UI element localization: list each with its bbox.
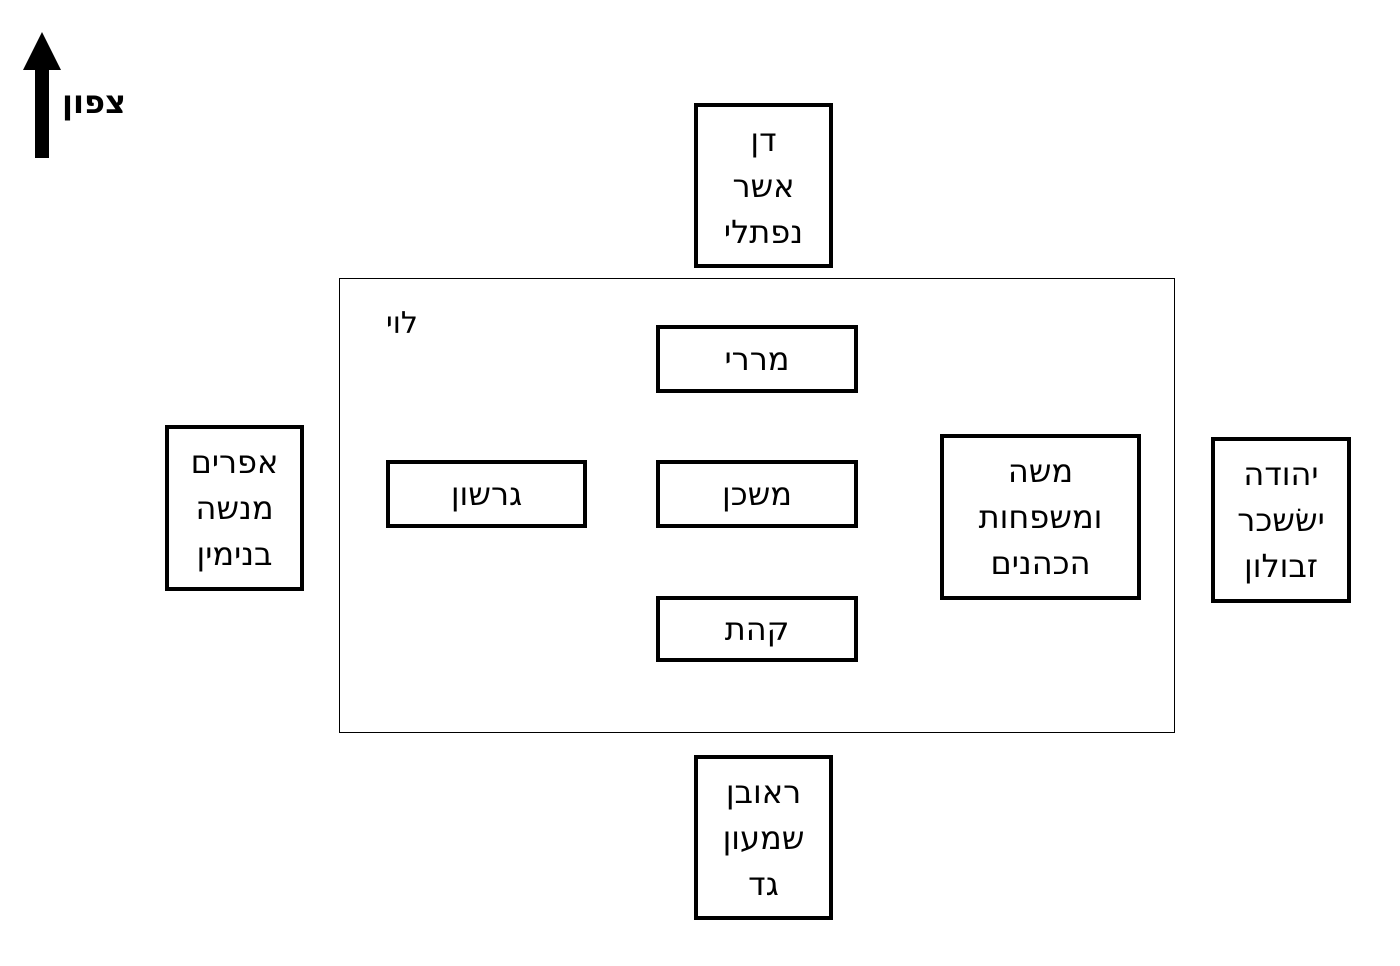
mishkan-box: משכן bbox=[656, 460, 858, 528]
levi-camp-frame bbox=[339, 278, 1175, 733]
moshe-label-line: הכהנים bbox=[990, 544, 1091, 582]
tribe-label: זבולון bbox=[1244, 547, 1318, 585]
kehat-label: קהת bbox=[724, 610, 790, 648]
tribe-label: יהודה bbox=[1243, 455, 1319, 493]
east-camp-box: יהודה ישׂשכר זבולון bbox=[1211, 437, 1351, 603]
tribe-label: דן bbox=[750, 120, 777, 159]
merari-box: מררי bbox=[656, 325, 858, 393]
moshe-priests-box: משה ומשפחות הכהנים bbox=[940, 434, 1141, 600]
tribe-label: מנשה bbox=[195, 489, 274, 527]
tribe-label: בנימין bbox=[196, 535, 273, 573]
gershon-box: גרשון bbox=[386, 460, 587, 528]
north-arrow-icon bbox=[23, 32, 61, 158]
tribe-label: אפרים bbox=[190, 443, 279, 481]
moshe-label-line: ומשפחות bbox=[978, 498, 1103, 536]
tribe-label: ראובן bbox=[725, 772, 802, 811]
north-label: צפון bbox=[62, 83, 126, 121]
merari-label: מררי bbox=[724, 340, 790, 378]
tribe-label: ישׂשכר bbox=[1237, 501, 1325, 539]
tribe-label: אשר bbox=[732, 166, 795, 205]
levi-label: לוי bbox=[386, 306, 418, 341]
west-camp-box: אפרים מנשה בנימין bbox=[165, 425, 304, 591]
tribe-label: נפתלי bbox=[723, 212, 804, 251]
moshe-label-line: משה bbox=[1007, 452, 1074, 490]
north-camp-box: דן אשר נפתלי bbox=[694, 103, 833, 268]
gershon-label: גרשון bbox=[450, 475, 523, 513]
south-camp-box: ראובן שמעון גד bbox=[694, 755, 833, 920]
tribe-label: גד bbox=[748, 864, 779, 903]
kehat-box: קהת bbox=[656, 596, 858, 662]
mishkan-label: משכן bbox=[721, 475, 793, 513]
tribe-label: שמעון bbox=[722, 818, 805, 857]
